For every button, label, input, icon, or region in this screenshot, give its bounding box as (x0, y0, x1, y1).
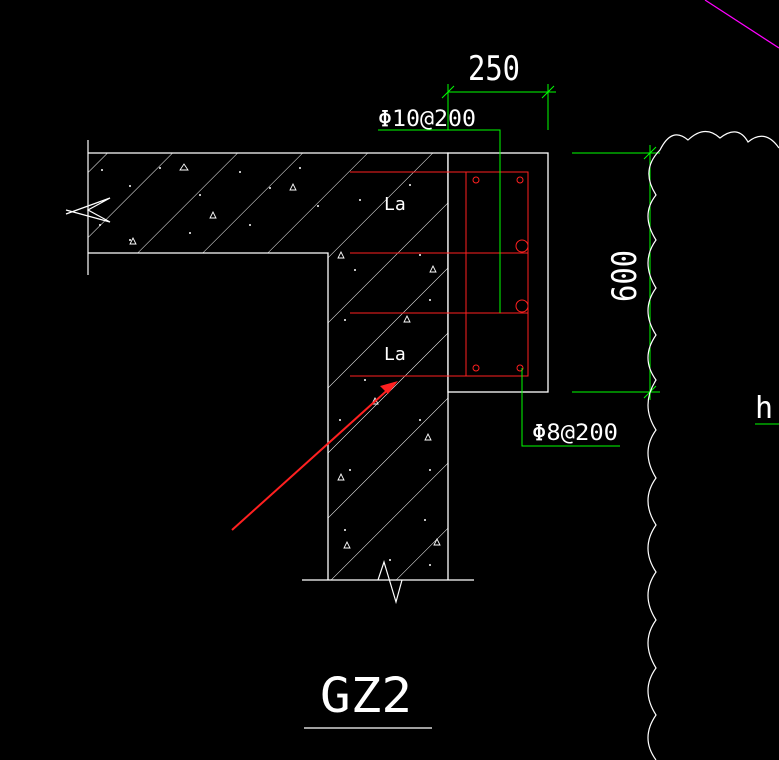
wall-outline-inner (88, 252, 329, 580)
main-bar (516, 364, 524, 372)
dimension-width (441, 84, 556, 130)
main-bar (472, 176, 480, 184)
main-bar (516, 176, 524, 184)
leader-bottom (521, 368, 620, 447)
bottom-break-symbol (377, 560, 403, 605)
hook (515, 239, 529, 253)
dimension-height-label: 600 (605, 250, 645, 302)
hook (515, 299, 529, 313)
left-break-symbol (65, 197, 111, 223)
accent-line (704, 0, 779, 49)
column-gz2 (447, 152, 549, 393)
rebar-note-bottom: Φ8@200 (532, 421, 618, 446)
revision-cloud (647, 130, 779, 760)
concrete-fill (88, 153, 448, 580)
dimension-width-label: 250 (468, 49, 520, 89)
anchorage-label-lower: La (384, 344, 406, 365)
leader-top (378, 129, 501, 313)
dimension-height (572, 145, 660, 400)
rebar-group (350, 171, 529, 377)
anchorage-label-upper: La (384, 194, 406, 215)
aggregate-dots (99, 167, 431, 566)
rebar-note-top: Φ10@200 (378, 107, 476, 132)
red-arrow (231, 381, 398, 531)
concrete-section (65, 140, 474, 605)
edge-letter: h (755, 391, 773, 426)
main-bar (472, 364, 480, 372)
drawing-title: GZ2 (320, 668, 412, 724)
